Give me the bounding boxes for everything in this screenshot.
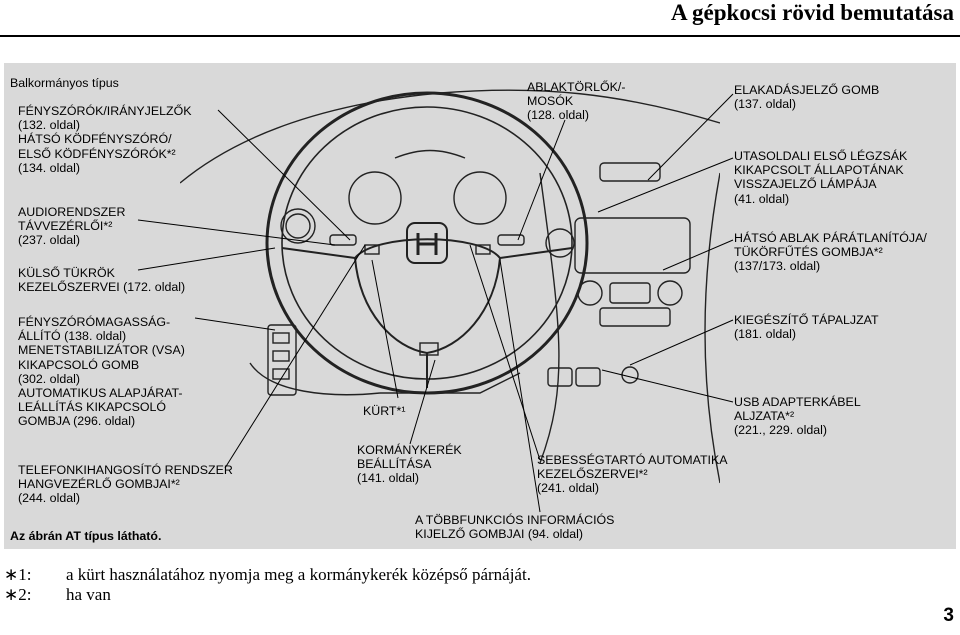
label-mirror-controls: KÜLSŐ TÜKRÖK KEZELŐSZERVEI (172. oldal) [18,266,186,295]
leader-elakadasjelzo [647,93,734,181]
leader-sebessegtarto [469,244,541,461]
leader-kurt [371,259,399,399]
label-headlights-turn-signals: FÉNYSZÓRÓK/IRÁNYJELZŐK (132. oldal) HÁTS… [18,104,192,175]
leader-ablaktorlo [517,119,566,241]
label-cruise-control: SEBESSÉGTARTÓ AUTOMATIKA KEZELŐSZERVEI*²… [537,453,728,496]
label-headlight-leveler: FÉNYSZÓRÓMAGASSÁG- ÁLLÍTÓ (138. oldal) M… [18,315,185,429]
leader-utasoldali [597,157,734,213]
footnote-2: ∗2: ha van [4,585,111,605]
leader-kiegeszito [629,319,734,366]
header-rule [0,35,960,37]
illustration-panel [4,63,956,549]
leader-fenymagassag [194,317,276,331]
leader-usb [601,369,734,403]
footnote-1: ∗1: a kürt használatához nyomja meg a kor… [4,565,531,585]
label-horn: KÜRT*¹ [363,404,406,418]
leader-tukrok [137,247,276,271]
label-left-hand-drive-type: Balkormányos típus [10,76,119,90]
page-header-title: A gépkocsi rövid bemutatása [670,0,954,25]
label-wipers-washers: ABLAKTÖRLŐK/- MOSÓK (128. oldal) [527,80,626,123]
label-phone-handsfree: TELEFONKIHANGOSÍTÓ RENDSZER HANGVEZÉRLŐ … [18,463,233,506]
label-accessory-socket: KIEGÉSZÍTŐ TÁPALJZAT (181. oldal) [734,313,879,342]
label-rear-defroster: HÁTSÓ ABLAK PÁRÁTLANÍTÓJA/ TÜKÖRFŰTÉS GO… [734,231,927,274]
label-mid-buttons: A TÖBBFUNKCIÓS INFORMÁCIÓS KIJELZŐ GOMBJ… [415,513,615,542]
leader-telefon [224,244,366,469]
footnote-1-text: a kürt használatához nyomja meg a kormán… [66,565,531,584]
leader-hatso-ablak [662,239,734,271]
label-audio-remote: AUDIORENDSZER TÁVVEZÉRLŐI*² (237. oldal) [18,205,126,248]
label-usb-adapter: USB ADAPTERKÁBEL ALJZATA*² (221., 229. o… [734,395,861,438]
footnote-2-mark: ∗2: [4,585,32,604]
label-passenger-airbag-off: UTASOLDALI ELSŐ LÉGZSÁK KIKAPCSOLT ÁLLAP… [734,149,908,206]
leader-fenyszorok [217,109,351,241]
leader-audio [137,219,336,246]
footnote-2-text: ha van [66,585,111,604]
leader-tobbfunkcios [499,259,541,513]
label-at-type-note: Az ábrán AT típus látható. [10,529,162,543]
label-steering-adjust: KORMÁNYKERÉK BEÁLLÍTÁSA (141. oldal) [357,443,462,486]
page-number: 3 [943,605,954,626]
dashboard-illustration [180,89,720,484]
footnote-1-mark: ∗1: [4,565,32,584]
label-hazard-button: ELAKADÁSJELZŐ GOMB (137. oldal) [734,83,880,112]
leader-kormanykerek [409,359,436,445]
